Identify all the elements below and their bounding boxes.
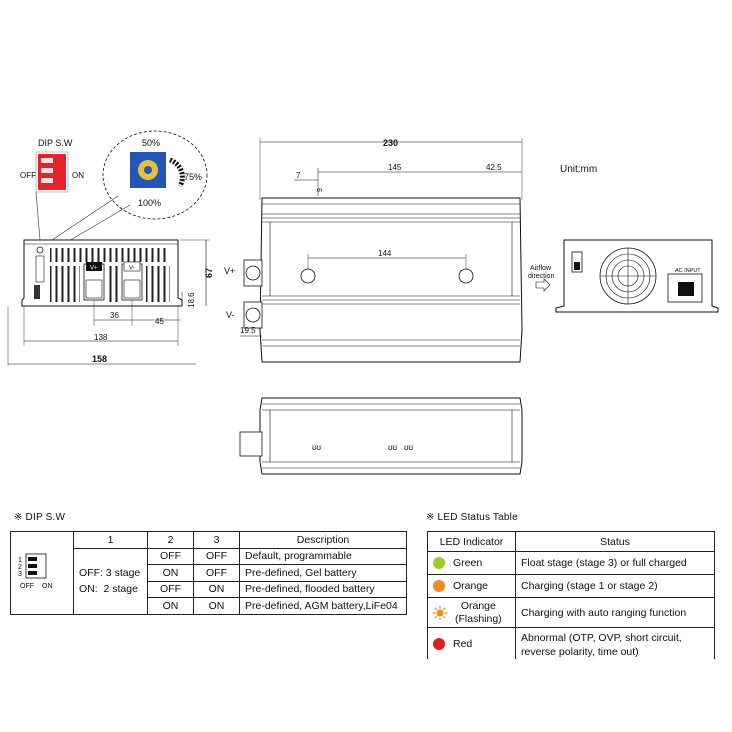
- dip-col1-cell: OFF: 3 stage ON: 2 stage: [73, 547, 148, 615]
- dip-callout-label: DIP S.W: [38, 138, 73, 148]
- side-vent-3: ʊʊ: [404, 443, 414, 452]
- side-view: ʊʊ ʊʊ ʊʊ: [239, 397, 523, 475]
- dim-158: 158: [92, 354, 107, 364]
- dim-18-6: 18.6: [187, 292, 196, 308]
- led-header-status: Status: [515, 531, 715, 552]
- potentiometer-callout: 50% 75% 100%: [45, 130, 208, 253]
- dim-19-5: 19.5: [240, 326, 256, 335]
- led-row2-name: Orange: [453, 580, 489, 592]
- airflow-label: Airflow: [530, 265, 552, 272]
- led-row4-name: Red: [453, 637, 473, 650]
- dim-67: 67: [204, 268, 214, 278]
- dip-callout-on: ON: [72, 171, 84, 180]
- dim-144: 144: [378, 249, 392, 258]
- pot-75-label: 75%: [184, 172, 202, 182]
- dip-section-title: ※ DIP S.W: [14, 512, 66, 523]
- dip-row2-sw3: OFF: [193, 564, 240, 582]
- led-status-table: LED Indicator Status Green Float stage (…: [427, 531, 715, 659]
- led-table-row: Orange (Flashing) Charging with auto ran…: [427, 597, 715, 628]
- dip-icon-on: ON: [42, 583, 53, 590]
- front-view: V+ V- 67 18.6 36 45 138 158: [7, 239, 214, 366]
- orange-led-icon: [433, 580, 445, 592]
- led-indicator-cell: Orange (Flashing): [427, 597, 516, 628]
- pot-50-label: 50%: [142, 138, 160, 148]
- orange-flashing-led-icon: [433, 605, 447, 620]
- led-table-header-row: LED Indicator Status: [427, 531, 715, 552]
- dip-switch-callout: DIP S.W OFF ON: [20, 138, 84, 241]
- unit-label: Unit:mm: [560, 164, 597, 175]
- pot-100-label: 100%: [138, 198, 161, 208]
- dip-icon-num-2: 2: [18, 564, 22, 571]
- dip-row4-sw3: ON: [193, 597, 240, 615]
- led-row3-name: Orange (Flashing): [455, 599, 502, 625]
- led-header-indicator: LED Indicator: [427, 531, 516, 552]
- led-row4-status: Abnormal (OTP, OVP, short circuit, rever…: [515, 627, 715, 659]
- led-row1-status: Float stage (stage 3) or full charged: [515, 551, 715, 575]
- dip-table-row: ON ON Pre-defined, AGM battery,LiFe04: [11, 597, 407, 615]
- dim-145: 145: [388, 163, 402, 172]
- led-table-row: Green Float stage (stage 3) or full char…: [427, 551, 715, 575]
- rear-view: AC INPUT Airflow direction: [528, 239, 719, 313]
- dim-7: 7: [296, 171, 301, 180]
- dim-230: 230: [383, 138, 398, 148]
- led-table-clip: LED Indicator Status Green Float stage (…: [427, 531, 715, 659]
- dim-36: 36: [110, 311, 119, 320]
- led-table-row: Orange Charging (stage 1 or stage 2): [427, 574, 715, 598]
- side-vent-1: ʊʊ: [312, 443, 322, 452]
- dim-42-5: 42.5: [486, 163, 502, 172]
- led-indicator-cell: Red: [427, 627, 516, 659]
- dip-col1-line1: OFF: 3 stage: [79, 567, 141, 579]
- ac-input-label: AC INPUT: [675, 268, 701, 274]
- dip-callout-off: OFF: [20, 171, 36, 180]
- front-vplus-label: V+: [90, 266, 98, 272]
- direction-label: direction: [528, 273, 555, 280]
- dip-row1-description: Default, programmable: [239, 547, 407, 565]
- dip-table-row: OFF ON Pre-defined, flooded battery: [11, 580, 407, 598]
- side-vent-2: ʊʊ: [388, 443, 398, 452]
- red-led-icon: [433, 637, 445, 650]
- led-row3-status: Charging with auto ranging function: [515, 597, 715, 628]
- led-indicator-cell: Green: [427, 551, 516, 575]
- dip-table-header-row: 1 2 3 OFF ON 1 2 3 Description: [10, 531, 407, 615]
- dip-table-row: ON OFF Pre-defined, Gel battery: [11, 564, 407, 582]
- top-view: 230 145 42.5 7 9 144 V+ V- 19.5: [224, 138, 523, 363]
- dip-icon-num-3: 3: [18, 571, 22, 578]
- airflow-arrow-icon: [535, 278, 551, 292]
- dim-138: 138: [94, 333, 108, 342]
- dim-45: 45: [155, 317, 164, 326]
- dip-table-row: OFF: 3 stage ON: 2 stage OFF OFF Default…: [11, 547, 407, 615]
- led-section-title: ※ LED Status Table: [426, 512, 518, 523]
- dip-switch-icon: 1 2 3 OFF ON: [18, 553, 53, 590]
- green-led-icon: [433, 557, 445, 569]
- led-indicator-cell: Orange: [427, 574, 516, 598]
- dip-switch-illustration-cell: 1 2 3 OFF ON: [10, 531, 74, 615]
- led-row2-status: Charging (stage 1 or stage 2): [515, 574, 715, 598]
- dip-col1-line2: ON: 2 stage: [79, 583, 138, 595]
- dip-switch-table: 1 2 3 OFF ON 1 2 3 Description OFF: 3 st…: [10, 531, 407, 615]
- dip-row4-sw2: ON: [147, 597, 194, 615]
- led-row1-name: Green: [453, 557, 483, 569]
- dip-row4-description: Pre-defined, AGM battery,LiFe04: [239, 597, 407, 615]
- technical-drawing: DIP S.W OFF ON 50% 75% 100% V+: [7, 130, 719, 475]
- front-vminus-label: V-: [129, 266, 135, 272]
- side-vplus-label: V+: [224, 266, 235, 276]
- led-table-row: Red Abnormal (OTP, OVP, short circuit, r…: [427, 627, 715, 659]
- dim-small-9: 9: [317, 188, 324, 192]
- side-vminus-label: V-: [226, 310, 235, 320]
- dip-row3-sw2: OFF: [147, 580, 194, 598]
- dip-icon-num-1: 1: [18, 557, 22, 564]
- dip-icon-off: OFF: [20, 583, 34, 590]
